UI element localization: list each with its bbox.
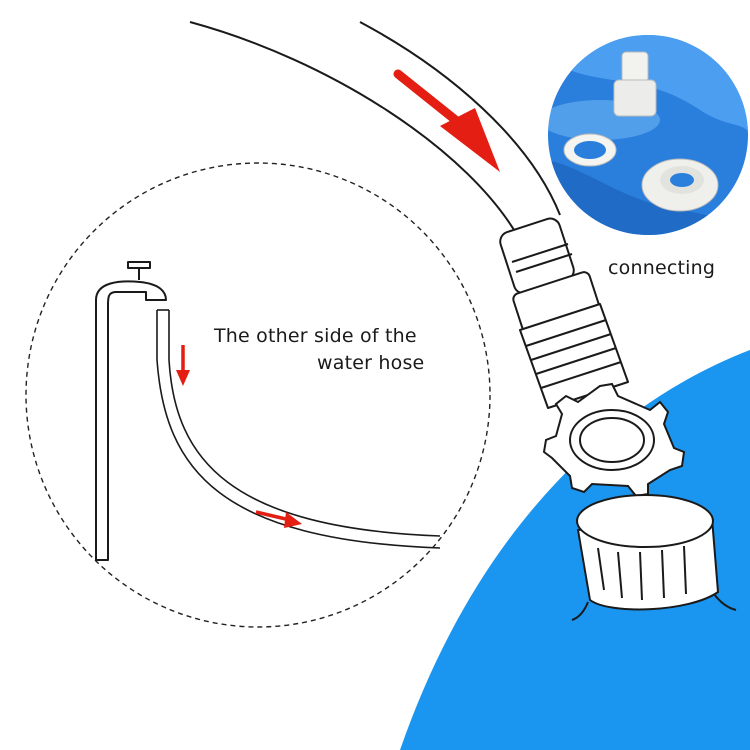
water-hose	[156, 309, 441, 549]
other-side-label-line1: The other side of the	[214, 325, 417, 347]
valve-cap-icon	[571, 494, 737, 621]
inset-photo	[548, 35, 748, 235]
faucet-icon	[95, 261, 167, 561]
other-side-label-line2: water hose	[317, 352, 425, 374]
lock-ring-icon	[542, 382, 686, 498]
hose-connector-icon	[499, 217, 629, 409]
flow-arrow-icon	[176, 345, 302, 528]
connecting-label: connecting	[608, 257, 716, 279]
main-hose	[189, 21, 561, 241]
dashed-circle	[25, 162, 491, 628]
flow-arrow-icon	[393, 69, 500, 172]
